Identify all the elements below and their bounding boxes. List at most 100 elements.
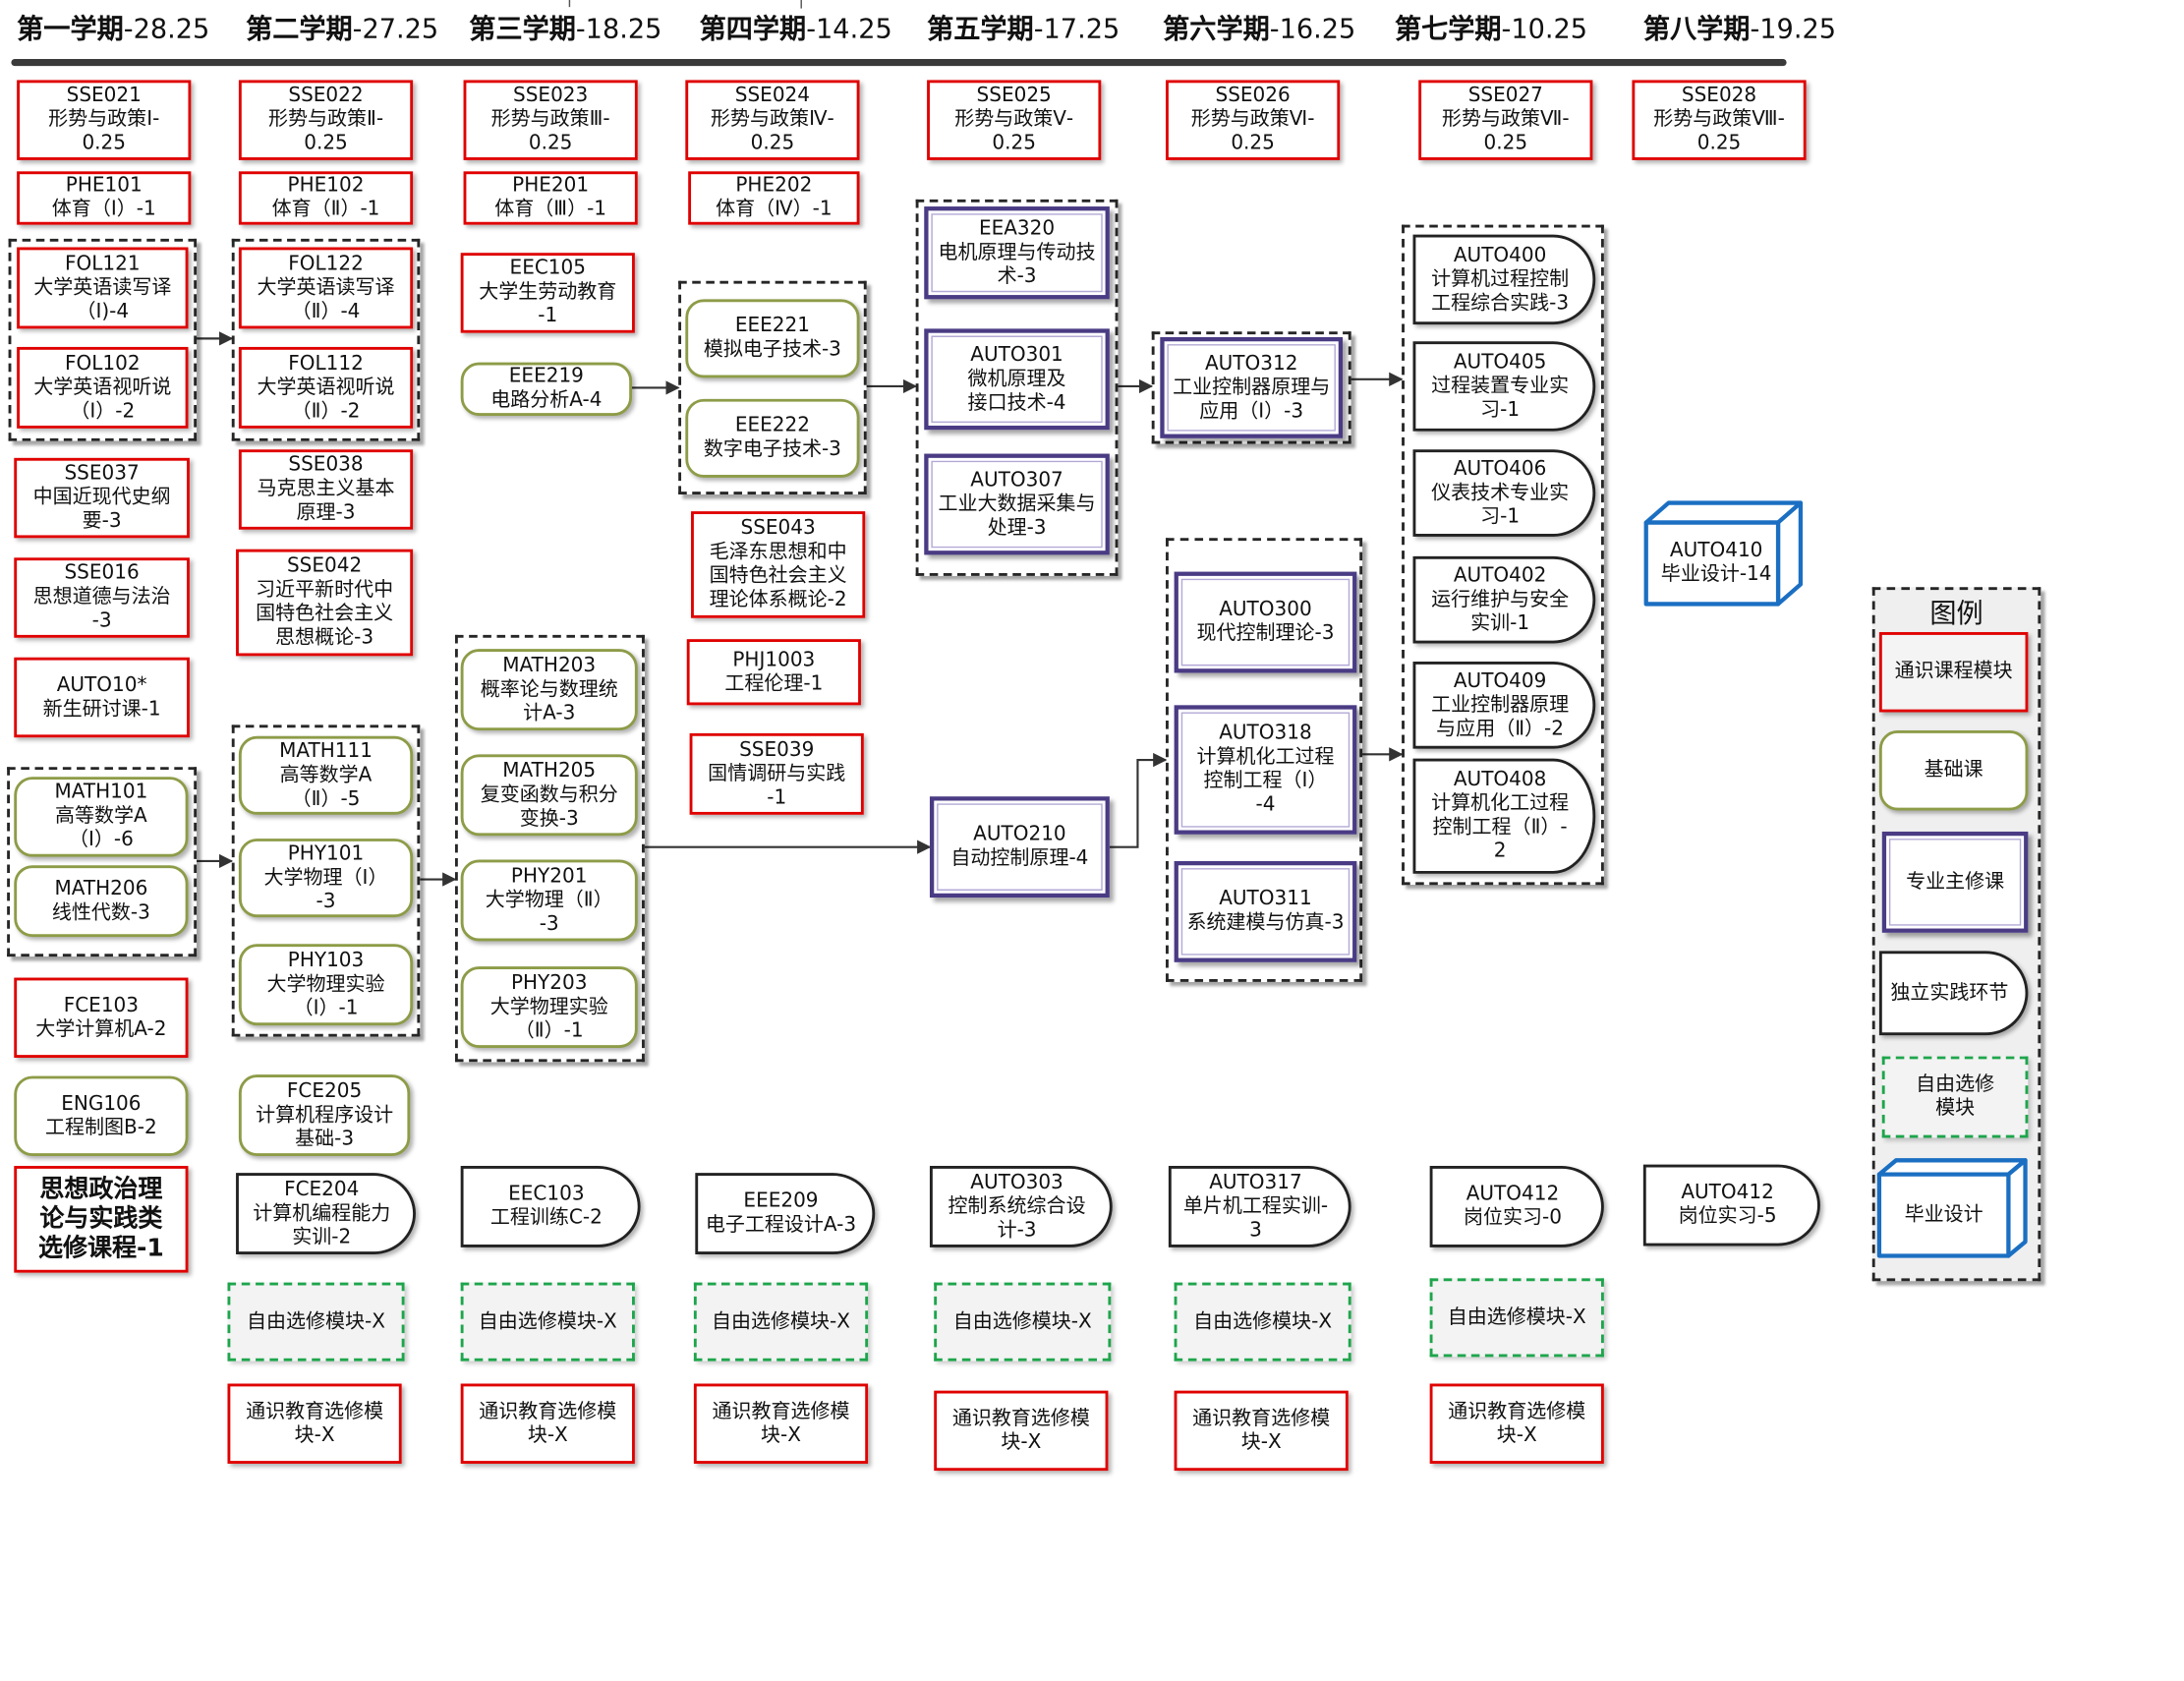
semester-credits: -28.25 — [123, 14, 210, 45]
course-auto412-s7: AUTO412 岗位实习-0 — [1429, 1166, 1604, 1247]
semester-header-4: 第四学期-14.25 — [700, 10, 892, 49]
semester-credits: -17.25 — [1033, 14, 1121, 45]
course-politics-elective: 思想政治理 论与实践类 选修课程-1 — [14, 1166, 189, 1273]
course-group-math-physics-s2 — [231, 725, 421, 1037]
semester-name: 第五学期 — [927, 14, 1034, 45]
semester-credits: -19.25 — [1750, 14, 1837, 45]
course-auto312: AUTO312 工业控制器原理与 应用（Ⅰ）-3 — [1160, 336, 1344, 438]
course-phj1003: PHJ1003 工程伦理-1 — [686, 639, 861, 706]
course-sse038: SSE038 马克思主义基本 原理-3 — [238, 449, 414, 530]
general-elective-module-s4: 通识教育选修模 块-X — [693, 1383, 869, 1464]
course-group-math-s1 — [7, 767, 198, 957]
course-auto400: AUTO400 计算机过程控制 工程综合实践-3 — [1412, 234, 1596, 325]
course-fce204: FCE204 计算机编程能力 实训-2 — [236, 1173, 416, 1255]
course-phe101: PHE101 体育（Ⅰ）-1 — [17, 171, 192, 225]
general-elective-module-s2: 通识教育选修模 块-X — [227, 1383, 402, 1464]
course-sse024: SSE024 形势与政策Ⅳ- 0.25 — [685, 80, 860, 160]
semester-credits: -16.25 — [1269, 14, 1356, 45]
course-math205: MATH205 复变函数与积分 变换-3 — [460, 754, 638, 837]
semester-header-1: 第一学期-28.25 — [17, 10, 209, 49]
course-eee219: EEE219 电路分析A-4 — [460, 362, 633, 416]
course-auto317: AUTO317 单片机工程实训- 3 — [1168, 1166, 1351, 1247]
course-sse023: SSE023 形势与政策Ⅲ- 0.25 — [463, 80, 638, 160]
course-auto318: AUTO318 计算机化工过程 控制工程（Ⅰ） -4 — [1174, 705, 1357, 835]
semester-header-6: 第六学期-16.25 — [1163, 10, 1355, 49]
course-sse043: SSE043 毛泽东思想和中 国特色社会主义 理论体系概论-2 — [691, 511, 866, 618]
semester-credits: -18.25 — [575, 14, 662, 45]
semester-name: 第七学期 — [1394, 14, 1502, 45]
course-auto301: AUTO301 微机原理及 接口技术-4 — [924, 328, 1110, 431]
semester-name: 第八学期 — [1642, 14, 1751, 45]
course-math111: MATH111 高等数学A （Ⅱ）-5 — [238, 735, 414, 815]
course-group-control-s6 — [1166, 538, 1363, 982]
semester-name: 第六学期 — [1163, 14, 1270, 45]
course-sse021: SSE021 形势与政策Ⅰ- 0.25 — [17, 80, 192, 160]
semester-credits: -27.25 — [352, 14, 439, 45]
semester-name: 第一学期 — [17, 14, 124, 45]
course-sse025: SSE025 形势与政策Ⅴ- 0.25 — [927, 80, 1102, 160]
legend-graduation-label: 毕业设计 — [1904, 1202, 1983, 1226]
course-phy201: PHY201 大学物理（Ⅱ） -3 — [460, 859, 638, 942]
course-group-math-physics-s3 — [454, 634, 645, 1063]
course-sse039: SSE039 国情调研与实践 -1 — [689, 732, 864, 815]
course-auto311: AUTO311 系统建模与仿真-3 — [1174, 860, 1357, 962]
cube-shape-icon — [1876, 1158, 2028, 1258]
course-fce205: FCE205 计算机程序设计 基础-3 — [238, 1074, 411, 1157]
course-eng106: ENG106 工程制图B-2 — [14, 1075, 189, 1157]
course-phy101: PHY101 大学物理（Ⅰ） -3 — [238, 839, 414, 918]
semester-name: 第三学期 — [469, 14, 576, 45]
course-eee222: EEE222 数字电子技术-3 — [685, 398, 860, 478]
course-phy203: PHY203 大学物理实验 （Ⅱ）-1 — [460, 966, 638, 1048]
course-eee209: EEE209 电子工程设计A-3 — [695, 1173, 876, 1255]
cube-shape-icon — [1643, 500, 1804, 607]
course-auto409: AUTO409 工业控制器原理 与应用（Ⅱ）-2 — [1412, 662, 1596, 749]
header-divider — [11, 59, 1787, 67]
semester-credits: -10.25 — [1501, 14, 1588, 45]
course-auto10: AUTO10* 新生研讨课-1 — [14, 657, 190, 738]
free-elective-module-s6: 自由选修模块-X — [1174, 1282, 1351, 1362]
course-sse028: SSE028 形势与政策Ⅷ- 0.25 — [1632, 80, 1807, 160]
course-math206: MATH206 线性代数-3 — [14, 865, 189, 938]
semester-header-8: 第八学期-19.25 — [1643, 10, 1836, 49]
course-sse042: SSE042 习近平新时代中 国特色社会主义 思想概论-3 — [236, 549, 414, 657]
general-elective-module-s6: 通识教育选修模 块-X — [1174, 1390, 1349, 1472]
course-auto410-label: AUTO410 毕业设计-14 — [1660, 539, 1772, 586]
legend-practice: 独立实践环节 — [1878, 951, 2029, 1036]
legend-graduation-design: 毕业设计 — [1876, 1157, 2028, 1258]
course-group-major-s5 — [915, 199, 1119, 576]
course-eec105: EEC105 大学生劳动教育 -1 — [460, 253, 635, 333]
free-elective-module-s5: 自由选修模块-X — [934, 1282, 1112, 1362]
course-fol122: FOL122 大学英语读写译 （Ⅱ）-4 — [238, 247, 414, 329]
course-eee221: EEE221 模拟电子技术-3 — [685, 299, 860, 378]
course-sse026: SSE026 形势与政策Ⅵ- 0.25 — [1166, 80, 1341, 160]
free-elective-module-s7: 自由选修模块-X — [1429, 1278, 1604, 1358]
course-eea320: EEA320 电机原理与传动技 术-3 — [924, 206, 1110, 300]
course-auto402: AUTO402 运行维护与安全 实训-1 — [1412, 555, 1596, 644]
course-math101: MATH101 高等数学A （Ⅰ）-6 — [14, 777, 189, 857]
semester-header-2: 第二学期-27.25 — [246, 10, 438, 49]
free-elective-module-s4: 自由选修模块-X — [693, 1282, 869, 1362]
course-group-auto312-s6 — [1151, 331, 1351, 444]
course-group-english-s2 — [231, 238, 421, 441]
course-fce103: FCE103 大学计算机A-2 — [14, 977, 189, 1058]
course-auto410: AUTO410 毕业设计-14 — [1643, 500, 1804, 608]
course-auto412-s8: AUTO412 岗位实习-5 — [1642, 1164, 1820, 1246]
arrow-auto210-control-group — [1109, 752, 1168, 848]
course-fol112: FOL112 大学英语视听说 （Ⅱ）-2 — [238, 346, 414, 429]
semester-header-3: 第三学期-18.25 — [469, 10, 661, 49]
course-auto405: AUTO405 过程装置专业实 习-1 — [1412, 341, 1596, 432]
course-group-electronics-s4 — [678, 280, 867, 494]
course-auto406: AUTO406 仪表技术专业实 习-1 — [1412, 449, 1596, 537]
course-math203: MATH203 概率论与数理统 计A-3 — [460, 649, 638, 731]
semester-header-7: 第七学期-10.25 — [1395, 10, 1587, 49]
header-tick — [568, 0, 571, 8]
legend-general-course: 通识课程模块 — [1878, 632, 2029, 713]
course-sse027: SSE027 形势与政策Ⅶ- 0.25 — [1418, 80, 1593, 160]
course-phe202: PHE202 体育（Ⅳ）-1 — [688, 171, 860, 225]
course-fol102: FOL102 大学英语视听说 （Ⅰ）-2 — [17, 346, 189, 429]
semester-name: 第四学期 — [699, 14, 807, 45]
course-sse037: SSE037 中国近现代史纲 要-3 — [14, 457, 190, 539]
semester-name: 第二学期 — [246, 14, 353, 45]
